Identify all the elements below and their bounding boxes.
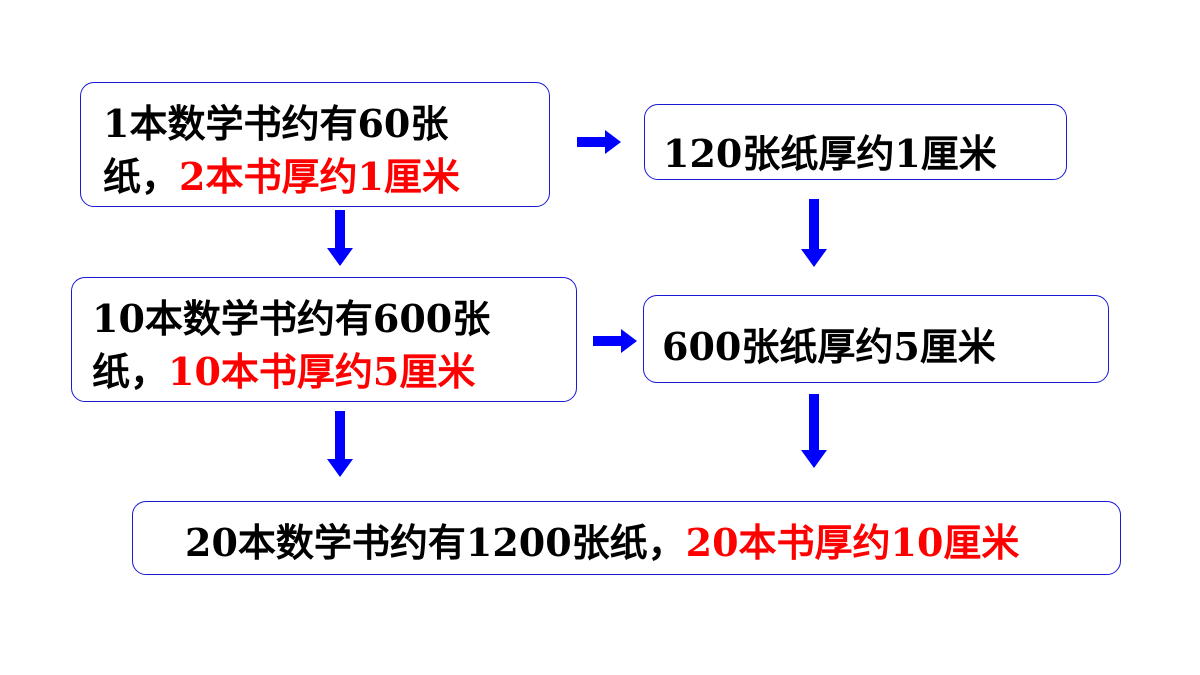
right-arrow-icon — [593, 327, 637, 355]
box-600-pages: 10本数学书约有600张 纸，10本书厚约5厘米 — [71, 277, 577, 402]
box-600-pages-line2-red: 10本书厚约5厘米 — [168, 349, 476, 395]
box-600-sheets-text: 600张纸厚约5厘米 — [662, 324, 996, 369]
down-arrow-icon — [800, 394, 828, 468]
box-60-pages-line2: 纸，2本书厚约1厘米 — [103, 150, 549, 203]
box-60-pages-line2-black: 纸， — [103, 154, 180, 200]
box-20-books-red: 20本书厚约10厘米 — [685, 520, 1020, 565]
down-arrow-icon — [800, 199, 828, 267]
box-120-sheets: 120张纸厚约1厘米 — [644, 104, 1067, 180]
box-60-pages-line2-red: 2本书厚约1厘米 — [179, 154, 460, 200]
right-arrow-icon — [577, 128, 621, 156]
box-120-sheets-text: 120张纸厚约1厘米 — [663, 131, 997, 176]
box-20-books: 20本数学书约有1200张纸，20本书厚约10厘米 — [132, 501, 1121, 575]
box-20-books-black: 20本数学书约有1200张纸， — [185, 520, 686, 565]
box-60-pages: 1本数学书约有60张 纸，2本书厚约1厘米 — [80, 82, 550, 207]
down-arrow-icon — [326, 411, 354, 477]
box-600-pages-line1: 10本数学书约有600张 — [92, 296, 491, 341]
box-600-pages-line2: 纸，10本书厚约5厘米 — [92, 345, 576, 398]
box-600-sheets: 600张纸厚约5厘米 — [643, 295, 1109, 383]
down-arrow-icon — [326, 210, 354, 266]
box-60-pages-line1: 1本数学书约有60张 — [103, 101, 449, 146]
box-600-pages-line2-black: 纸， — [92, 349, 169, 395]
